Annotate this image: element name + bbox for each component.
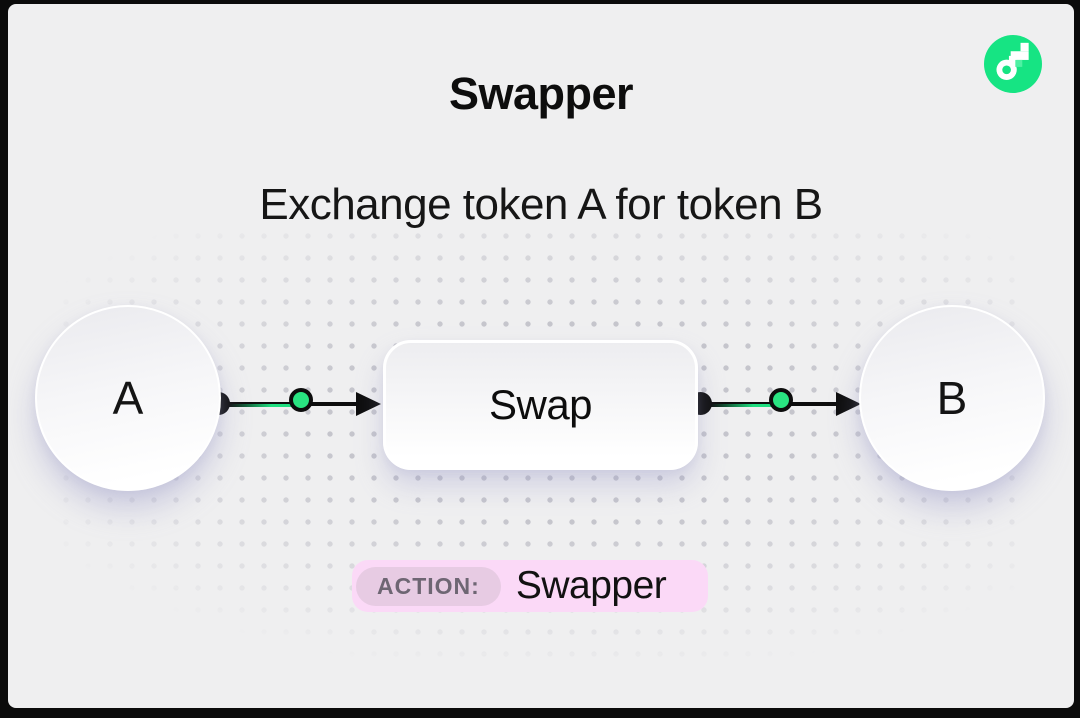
node-swap-label: Swap [488,381,593,428]
page-title: Swapper [448,68,634,119]
edge-b-green-port [769,388,793,412]
action-badge-label: ACTION: [377,572,480,599]
edge-swap-to-b-green-line [711,404,788,407]
edge-a-green-port [289,388,313,412]
action-badge-value: Swapper [515,564,667,607]
card-background: Swapper Exchange token A for token B [8,4,1074,708]
edge-b-arrowhead-icon [836,392,861,416]
page-subtitle: Exchange token A for token B [259,180,823,229]
node-token-a-label: A [112,372,144,424]
action-badge-label-pill: ACTION: [356,566,501,606]
node-token-b: B [859,305,1045,491]
edge-a-arrowhead-icon [356,392,381,416]
flow-logo-icon [984,35,1042,93]
action-badge: ACTION: Swapper [352,560,708,612]
node-swap: Swap [383,340,698,470]
node-token-b-label: B [936,372,968,424]
node-token-a: A [35,305,221,491]
edge-a-to-swap-green-line [229,404,306,407]
